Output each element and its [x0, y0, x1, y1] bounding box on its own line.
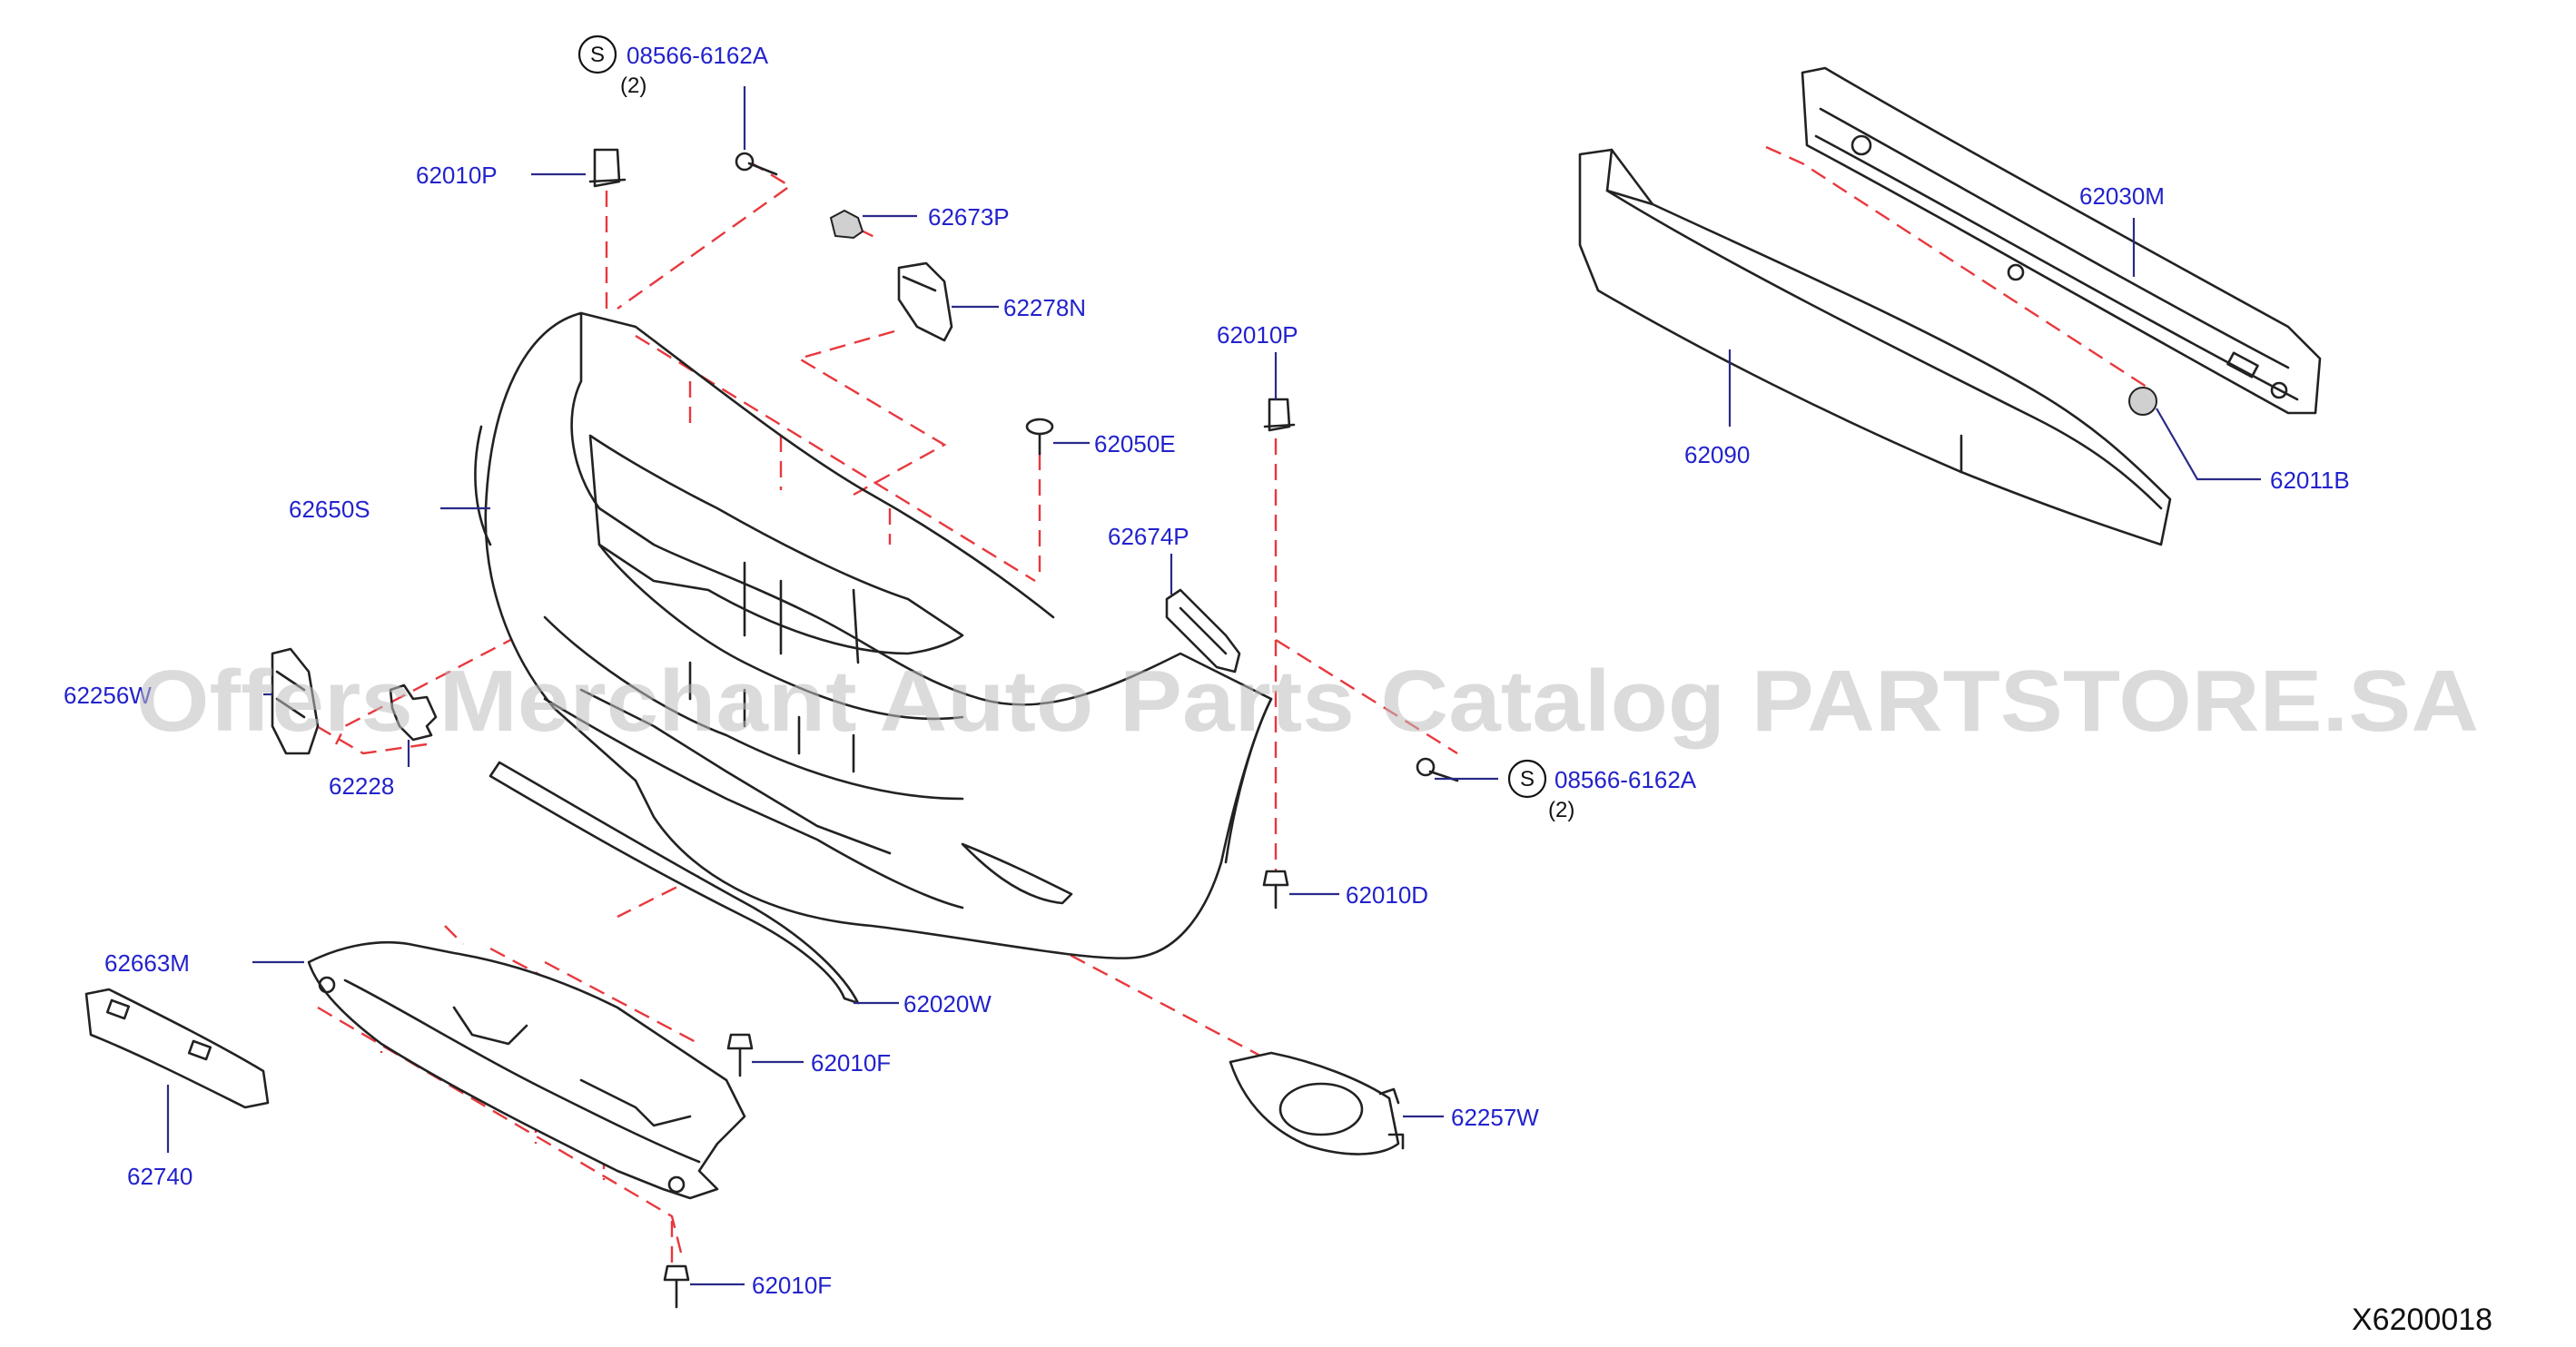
label-62020W: 62020W	[903, 990, 992, 1018]
bumper-fascia-62650S	[474, 311, 1273, 959]
reinforcement-62030M	[1801, 66, 2322, 415]
s-mark-top-text: S	[590, 43, 605, 67]
label-62010P-left: 62010P	[416, 162, 498, 189]
diagram-ref: X6200018	[2352, 1303, 2492, 1337]
screw-08566-top	[735, 152, 778, 176]
screw-62010D	[1262, 870, 1289, 909]
label-62278N: 62278N	[1003, 294, 1086, 321]
screw-62010F-lower	[663, 1264, 690, 1309]
plate-bracket-62740	[84, 988, 270, 1109]
label-62050E: 62050E	[1094, 430, 1176, 457]
bracket-62228	[389, 683, 438, 742]
label-08566-right: 08566-6162A	[1554, 766, 1697, 793]
bracket-62256W	[271, 647, 320, 755]
bracket-62278N	[897, 261, 953, 342]
undercover-62663M	[307, 940, 746, 1200]
label-62010F-lower: 62010F	[752, 1272, 832, 1299]
label-62740: 62740	[127, 1163, 192, 1190]
bracket-62674P	[1165, 588, 1241, 674]
label-62228: 62228	[329, 772, 394, 800]
label-62010F-upper: 62010F	[811, 1049, 891, 1077]
label-62663M: 62663M	[104, 949, 190, 977]
s-mark-top: S	[577, 34, 617, 74]
label-62257W: 62257W	[1451, 1104, 1539, 1131]
label-62030M: 62030M	[2079, 182, 2165, 210]
s-mark-right: S	[1507, 759, 1547, 799]
nut-62011B	[2128, 387, 2157, 416]
screw-62010F-upper	[726, 1033, 754, 1077]
leader-lines	[166, 86, 2261, 1286]
label-62650S: 62650S	[289, 496, 370, 523]
absorber-62090	[1578, 148, 2172, 546]
label-08566-top: 08566-6162A	[627, 42, 769, 69]
clip-62010P-left	[588, 148, 627, 188]
watermark-text: Offers Merchant Auto Parts Catalog PARTS…	[136, 653, 2479, 750]
s-mark-right-text: S	[1520, 767, 1535, 791]
fog-bezel-62257W	[1229, 1051, 1405, 1155]
part-labels: 08566-6162A (2) 62010P 62673P 62278N 620…	[64, 42, 2350, 1299]
label-62674P: 62674P	[1108, 523, 1189, 550]
label-62673P: 62673P	[928, 203, 1010, 231]
label-62256W: 62256W	[64, 682, 152, 709]
label-08566-top-qty: (2)	[620, 74, 646, 98]
clip-62673P	[829, 209, 864, 240]
label-62011B: 62011B	[2270, 467, 2350, 494]
label-62010P-right: 62010P	[1217, 321, 1298, 349]
rivet-62050E	[1025, 418, 1054, 456]
label-62010D: 62010D	[1346, 881, 1428, 909]
label-62090: 62090	[1684, 441, 1750, 468]
label-08566-right-qty: (2)	[1548, 798, 1574, 822]
screw-08566-right	[1416, 757, 1459, 782]
clip-62010P-right	[1263, 398, 1296, 432]
